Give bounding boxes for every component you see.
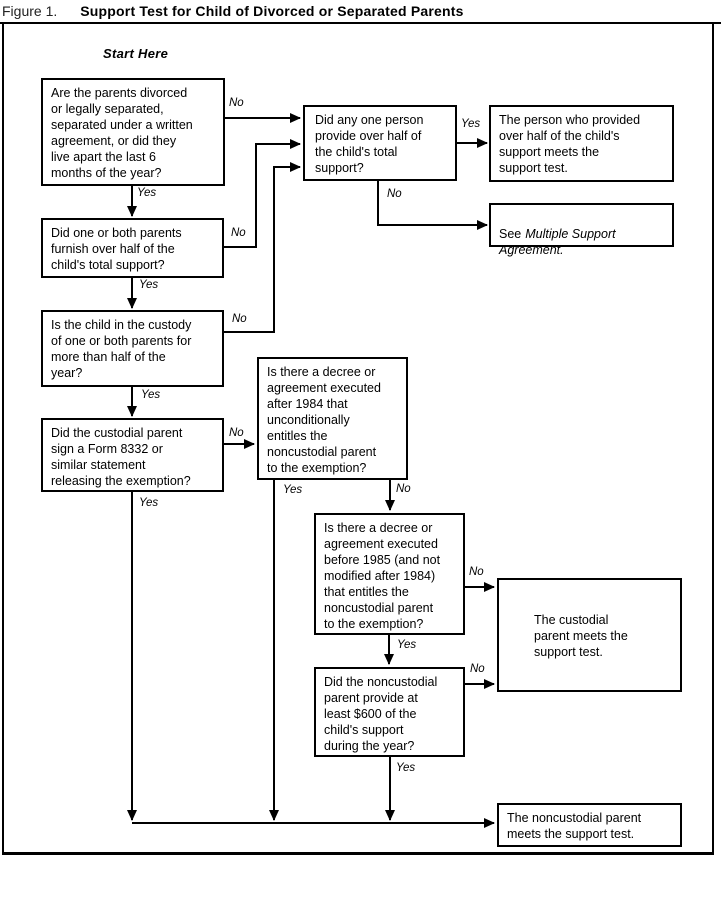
- see-multiple-prefix: See: [499, 227, 522, 241]
- node-question-one-person: Did any one person provide over half of …: [303, 105, 457, 181]
- start-here-label: Start Here: [103, 46, 169, 61]
- edge-label-furnish-no: No: [231, 227, 246, 239]
- edge-label-furnish-yes: Yes: [139, 279, 159, 291]
- edge-label-after1984-no: No: [396, 483, 411, 495]
- node-result-noncustodial-meets-test: The noncustodial parent meets the suppor…: [497, 803, 682, 847]
- edge-label-custody-no: No: [232, 313, 247, 325]
- figure-number-label: Figure 1.: [2, 3, 58, 19]
- edge-label-divorced-no: No: [229, 97, 244, 109]
- figure-heading: Support Test for Child of Divorced or Se…: [80, 3, 464, 19]
- edge-label-600-yes: Yes: [396, 762, 416, 774]
- edge-label-custody-yes: Yes: [141, 389, 161, 401]
- node-question-after-1984: Is there a decree or agreement executed …: [257, 357, 408, 480]
- edge-label-one-person-yes: Yes: [461, 118, 481, 130]
- edge-label-one-person-no: No: [387, 188, 402, 200]
- edge-label-form8332-no: No: [229, 427, 244, 439]
- edge-label-600-no: No: [470, 663, 485, 675]
- flowchart-frame: [2, 22, 714, 855]
- node-question-600-support: Did the noncustodial parent provide at l…: [314, 667, 465, 757]
- node-question-before-1985: Is there a decree or agreement executed …: [314, 513, 465, 635]
- edge-label-after1984-yes: Yes: [283, 484, 303, 496]
- node-result-custodial-meets-test: The custodial parent meets the support t…: [497, 578, 682, 692]
- node-question-custody: Is the child in the custody of one or bo…: [41, 310, 224, 387]
- node-result-person-meets-test: The person who provided over half of the…: [489, 105, 674, 182]
- node-question-furnish-support: Did one or both parents furnish over hal…: [41, 218, 224, 278]
- edge-label-form8332-yes: Yes: [139, 497, 159, 509]
- edge-label-divorced-yes: Yes: [137, 187, 157, 199]
- see-multiple-reference: Multiple Support Agreement.: [499, 227, 616, 257]
- edge-label-before1985-yes: Yes: [397, 639, 417, 651]
- figure-title: Figure 1. Support Test for Child of Divor…: [2, 3, 464, 23]
- node-question-divorced: Are the parents divorced or legally sepa…: [41, 78, 225, 186]
- edge-label-before1985-no: No: [469, 566, 484, 578]
- node-question-form-8332: Did the custodial parent sign a Form 833…: [41, 418, 224, 492]
